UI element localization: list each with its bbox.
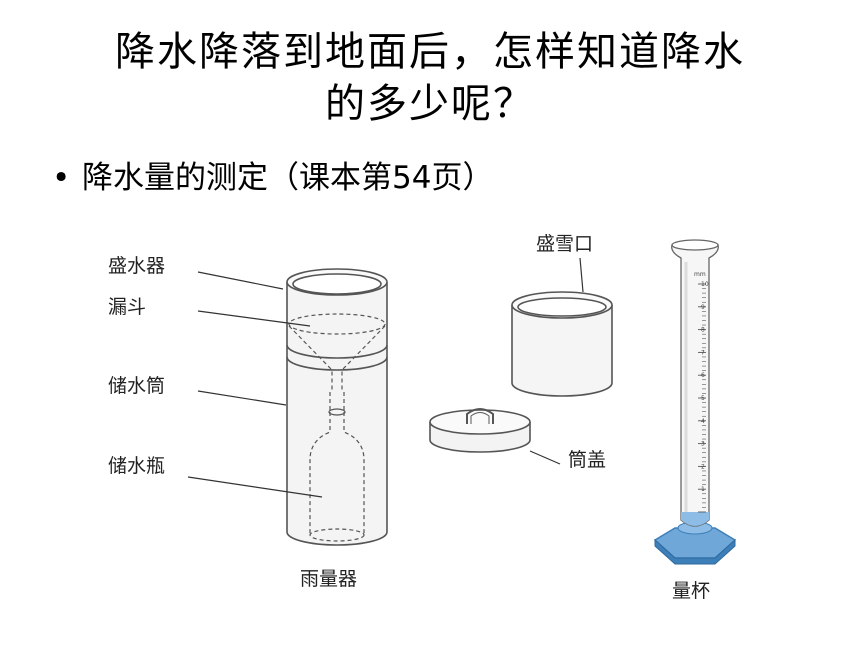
title-line-1: 降水降落到地面后，怎样知道降水 <box>115 29 745 75</box>
scale-label: 1 <box>701 486 705 493</box>
scale-label: 9 <box>701 304 705 311</box>
label-storage-bottle: 储水瓶 <box>108 455 165 477</box>
slide-title: 降水降落到地面后，怎样知道降水 的多少呢？ <box>40 26 820 130</box>
rain-gauge-leader-lines <box>187 271 323 498</box>
snow-collector-drawing <box>511 291 613 397</box>
rain-gauge-drawing <box>286 268 388 546</box>
bullet-text: 降水量的测定（课本第54页） <box>82 160 494 196</box>
scale-label: 6 <box>701 372 705 379</box>
scale-label: 3 <box>701 441 705 448</box>
bullet-item: • 降水量的测定（课本第54页） <box>52 158 493 198</box>
label-cover: 筒盖 <box>568 449 606 471</box>
snow-collector-leader <box>579 257 584 293</box>
caption-rain-gauge: 雨量器 <box>300 568 357 590</box>
label-snow-collector: 盛雪口 <box>536 233 593 255</box>
measuring-cup-scale: 10 9 8 7 6 5 4 3 2 1 <box>698 281 709 513</box>
measuring-cup-drawing <box>653 239 737 565</box>
scale-label: 10 <box>701 281 709 288</box>
scale-label: 2 <box>701 463 705 470</box>
scale-label: 5 <box>701 395 705 402</box>
label-funnel: 漏斗 <box>108 296 146 318</box>
scale-unit: mm <box>694 271 706 278</box>
scale-label: 8 <box>701 327 705 334</box>
title-line-2: 的多少呢？ <box>325 81 535 127</box>
caption-measuring-cup: 量杯 <box>672 580 710 602</box>
scale-label: 7 <box>701 349 705 356</box>
cover-leader <box>529 450 561 465</box>
cover-drawing <box>429 408 531 453</box>
label-collector: 盛水器 <box>108 255 165 277</box>
label-storage-cylinder: 储水筒 <box>108 375 165 397</box>
scale-label: 4 <box>701 418 705 425</box>
bullet-mark: • <box>52 160 71 196</box>
